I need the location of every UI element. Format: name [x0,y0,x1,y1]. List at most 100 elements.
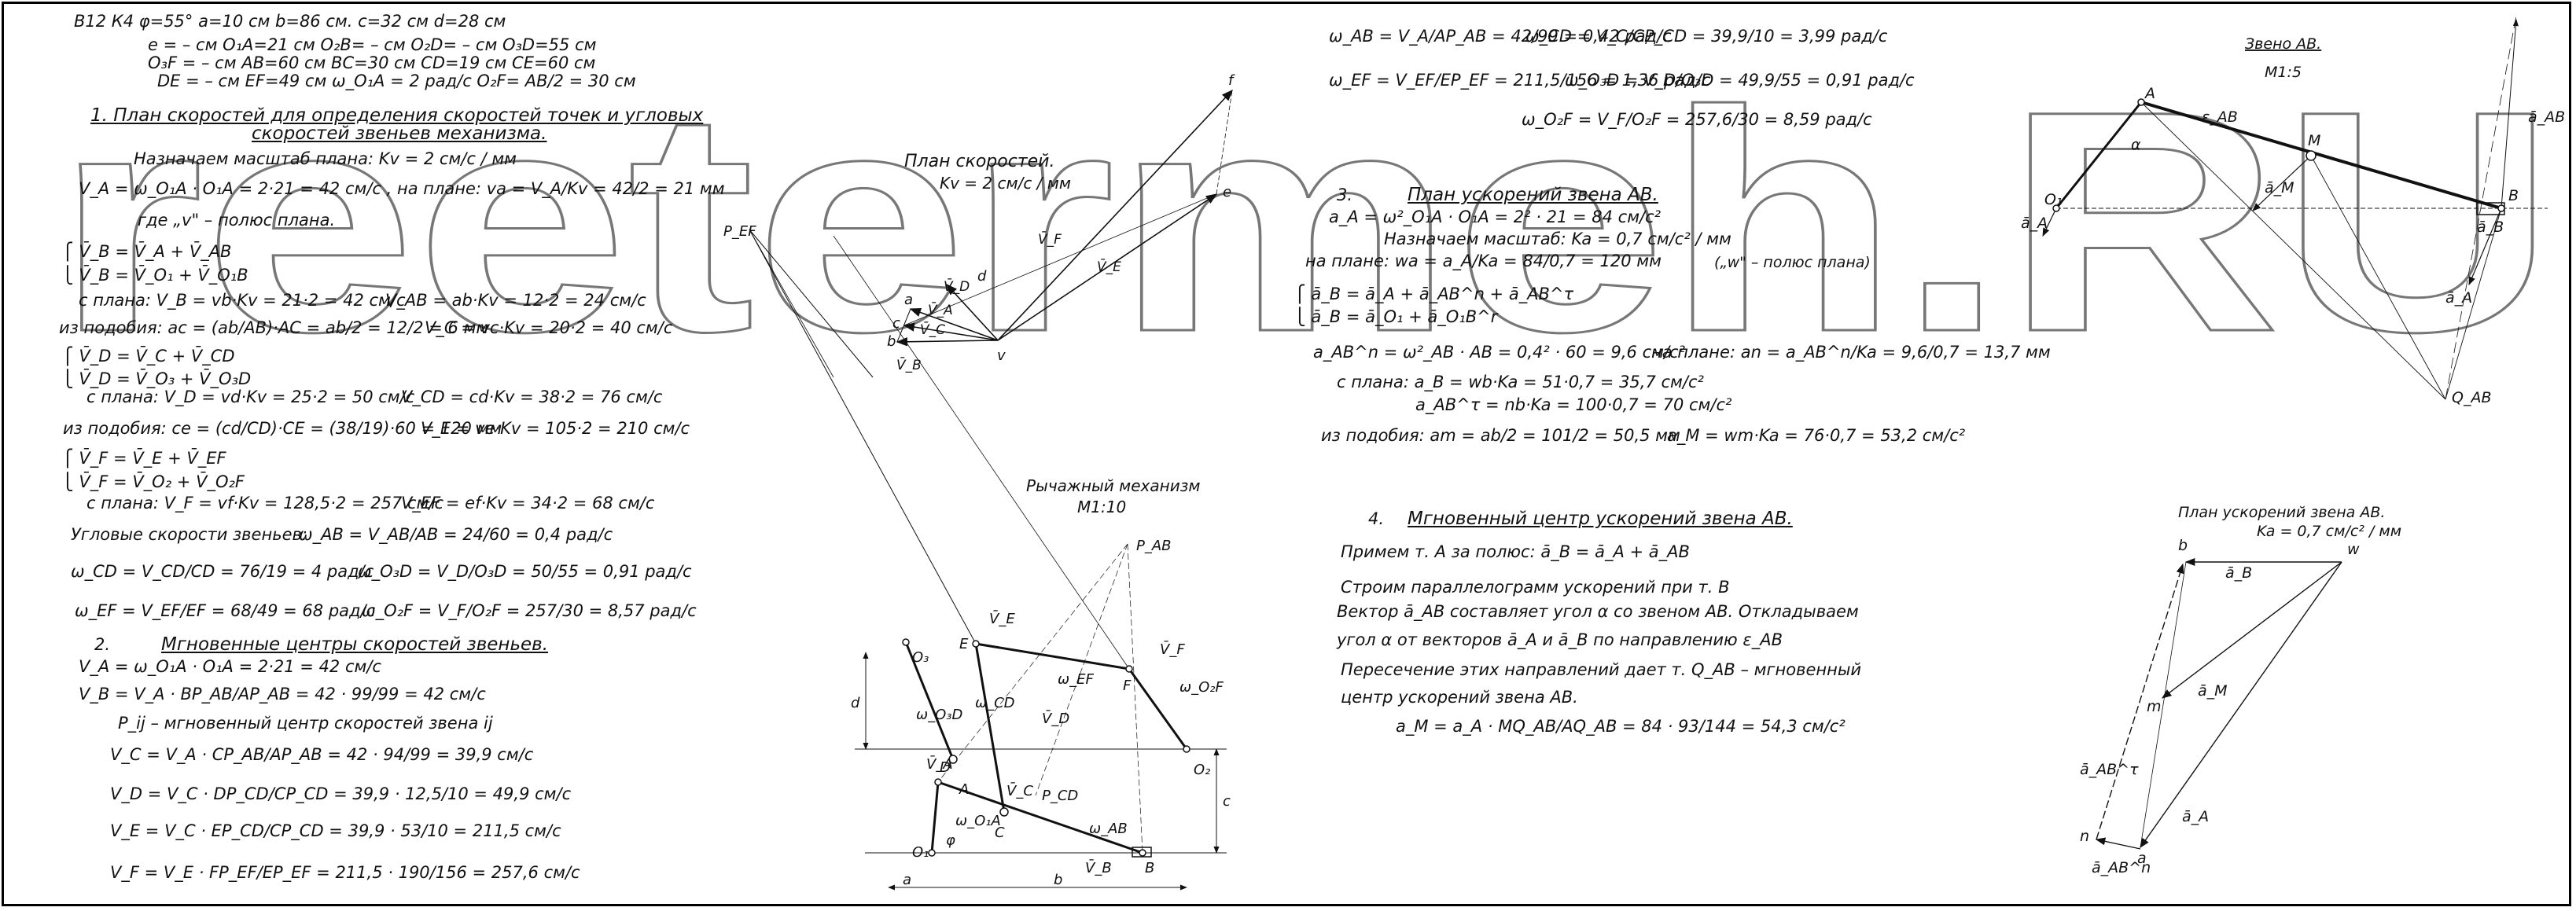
label-alpha: α [2131,136,2141,153]
lever-mechanism: Рычажный механизм M1:10 O₁ O₂ O₃ A B C D… [749,229,1231,891]
label-w-o3d: ω_O₃D [916,707,962,723]
label-a: a [904,292,913,308]
label-vd: V̄_D [944,277,970,295]
label-a: A [2144,85,2155,102]
aabt-formula: a_AB^τ = nb·Ka = 100·0,7 = 70 см/с² [1415,395,1732,414]
label-b: B [2508,187,2519,204]
label-m: m [2147,698,2162,715]
label-f: f [1228,72,1235,89]
w-cd-formula: ω_CD = V_CD/CD = 76/19 = 4 рад/с [71,562,374,581]
aabn-formula: a_AB^n = ω²_AB · AB = 0,4² · 60 = 9,6 см… [1313,343,1686,362]
ce-formula: из подобия: ce = (cd/CD)·CE = (38/19)·60… [63,419,502,438]
ve-formula: V_E = ve·Kv = 105·2 = 210 см/с [421,419,690,438]
label-v: v [997,347,1006,364]
w-ef-formula: ω_EF = V_EF/EF = 68/49 = 68 рад/с [75,601,376,620]
label-q-ab: Q_AB [2452,389,2492,406]
velocity-plan-scale: Kv = 2 см/с / мм [940,174,1071,193]
label-d: D [940,759,951,776]
aabn-vector [2095,837,2141,850]
label-m: M [2308,132,2320,149]
vc-vector [903,322,999,341]
accel-system-2: ⎩ ā_B = ā_O₁ + ā_O₁B^r [1294,307,1498,326]
label-phi: φ [946,832,955,849]
system-f-1: ⎧ V̄_F = V̄_E + V̄_EF [61,449,226,468]
label-a: a [2137,850,2147,867]
dim-c: c [1223,793,1231,810]
aa-formula: a_A = ω²_O₁A · O₁A = 2² · 21 = 84 см/с² [1329,208,1662,226]
label-p-ab: P_AB [1136,538,1172,554]
am-vector [2161,561,2342,699]
label-a-a: ā_A [2021,215,2048,232]
s2-w-ab: ω_AB = V_A/AP_AB = 42/99 = 0,42 рад/с [1329,27,1672,46]
s4-line-2: Строим параллелограмм ускорений при т. B [1341,578,1730,597]
label-a-ab-n: ā_AB^n [2092,859,2151,876]
s4-line-6: центр ускорений звена AB. [1341,688,1578,707]
label-a-b: ā_B [2477,219,2504,236]
vf-vector [997,89,1233,341]
accel-plan-scale: Ka = 0,7 см/с² / мм [2257,523,2401,540]
system-b-2: ⎩ V̄_B = V̄_O₁ + V̄_O₁B [61,266,248,285]
an-formula: на плане: an = a_AB^n/Ka = 9,6/0,7 = 13,… [1651,343,2051,362]
label-d: d [977,268,987,285]
label-vd: V̄_D [1042,710,1069,727]
section1-heading-cont: скоростей звеньев механизма. [252,123,547,144]
w-o2f-formula: ω_O₂F = V_F/O₂F = 257/30 = 8,57 рад/с [362,601,697,620]
s2-w-ef: ω_EF = V_EF/EP_EF = 211,5/156 = 1,36 рад… [1329,71,1711,90]
s2-vd-formula: V_D = V_C · DP_CD/CP_CD = 39,9 · 12,5/10… [110,784,572,803]
s4-line-7: a_M = a_A · MQ_AB/AQ_AB = 84 · 93/144 = … [1396,717,1846,736]
label-w-ab: ω_AB [1089,821,1128,837]
vf-formula: с плана: V_F = vf·Kv = 128,5·2 = 257 см/… [86,494,443,512]
section2-heading: Мгновенные центры скоростей звеньев. [161,634,549,655]
label-a-a: ā_A [2182,808,2209,825]
label-e: e [1223,184,1231,200]
label-va: V̄_A [928,301,953,318]
wa-formula: на плане: wa = a_A/Ka = 84/0,7 = 120 мм [1305,252,1662,270]
section3-heading: План ускорений звена AB. [1408,185,1658,205]
pole-note: где „v" – полюс плана. [138,211,336,230]
label-b: B [1145,860,1154,876]
label-a: A [959,781,969,798]
given-line-2: e = – см O₁A=21 см O₂B= – см O₂D= – см O… [148,35,597,54]
system-d-2: ⎩ V̄_D = V̄_O₃ + V̄_O₃D [61,369,252,388]
s4-line-1: Примем т. A за полюс: ā_B = ā_A + ā_AB [1341,542,1690,561]
label-o1: O₁ [2044,191,2063,208]
s2-w-o2f: ω_O₂F = V_F/O₂F = 257,6/30 = 8,59 рад/с [1522,110,1872,129]
velocity-plan: План скоростей. Kv = 2 см/с / мм v a b c… [723,72,1235,378]
link-ab-title: Звено AB. [2245,35,2321,53]
pij-note: P_ij – мгновенный центр скоростей звена … [118,714,493,733]
label-p-cd: P_CD [1042,788,1078,804]
label-f: F [1123,678,1132,694]
label-w-cd: ω_CD [975,695,1015,711]
vb-formula: с плана: V_B = vb·Kv = 21·2 = 42 см/с [79,291,406,310]
label-vf: V̄_F [1160,641,1185,658]
label-c: C [995,825,1005,841]
label-e: E [959,636,969,652]
aM-formula: a_M = wm·Ka = 76·0,7 = 53,2 см/с² [1667,426,1966,445]
label-w-o2f: ω_O₂F [1179,679,1224,696]
ac-formula: из подобия: ac = (ab/AB)·AC = ab/2 = 12/… [59,318,489,337]
s4-line-4: угол α от векторов ā_A и ā_B по направле… [1337,630,1783,649]
s2-ve-formula: V_E = V_C · EP_CD/CP_CD = 39,9 · 53/10 =… [110,821,561,840]
section1-heading: 1. План скоростей для определения скорос… [90,105,704,126]
label-ve: V̄_E [1097,258,1121,275]
label-a-b: ā_B [2225,564,2252,582]
label-va: V̄_A [926,755,953,773]
label-w-ef: ω_EF [1058,671,1094,688]
s2-w-cd: ω_CD = V_C/CP_CD = 39,9/10 = 3,99 рад/с [1525,27,1888,46]
va-formula: V_A = ω_O₁A · O₁A = 2·21 = 42 см/с , на … [79,179,725,198]
s2-va-formula: V_A = ω_O₁A · O₁A = 2·21 = 42 см/с [79,657,381,676]
link-ab-scale: M1:5 [2265,64,2302,81]
am-formula: из подобия: am = ab/2 = 101/2 = 50,5 мм [1321,426,1680,445]
accel-pole-note: („w" – полюс плана) [1714,254,1871,271]
accel-system-1: ⎧ ā_B = ā_A + ā_AB^n + ā_AB^τ [1294,285,1574,303]
label-n: n [2080,828,2089,845]
dim-b: b [1054,872,1062,888]
given-line-3: O₃F = – см AB=60 см BC=30 см CD=19 см CE… [148,53,596,72]
label-eps-ab: ε_AB [2202,108,2238,126]
label-c: c [892,315,900,332]
label-a-a-at-b: ā_A [2445,289,2472,307]
s2-vc-formula: V_C = V_A · CP_AB/AP_AB = 42 · 94/99 = 3… [110,745,534,764]
label-vc: V̄_C [1006,782,1033,799]
velocity-plan-title: План скоростей. [904,152,1054,171]
